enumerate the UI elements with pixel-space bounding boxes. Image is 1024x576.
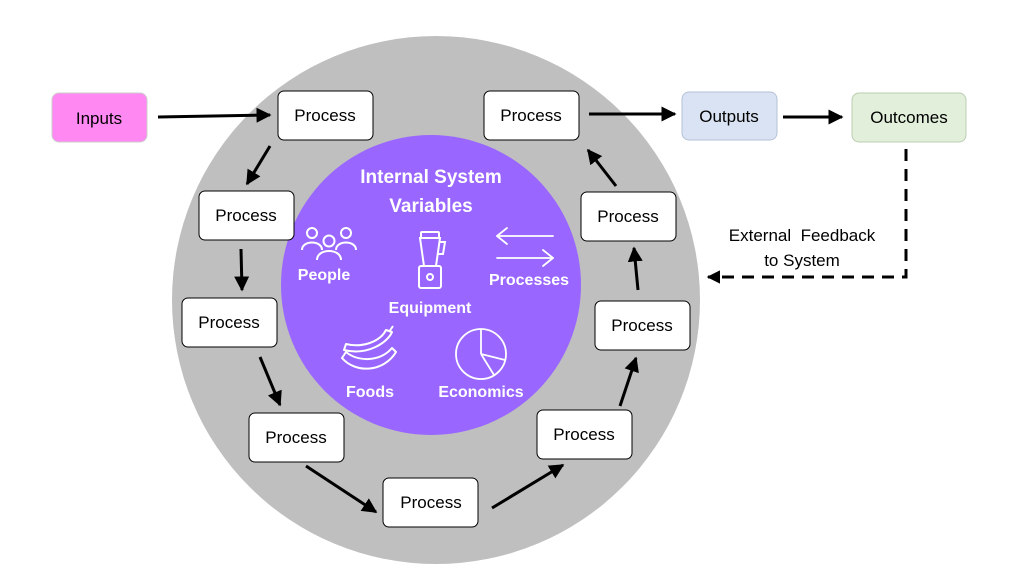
exchange-arrows-icon (496, 227, 554, 267)
process-label-6: Process (553, 425, 614, 444)
process-label-7: Process (611, 316, 672, 335)
arrow-process-3-to-4 (258, 356, 282, 407)
feedback-label-line1: External Feedback (729, 226, 876, 245)
outputs-label: Outputs (699, 107, 759, 126)
arrow-process-4-to-5 (305, 464, 378, 514)
process-node-9: Process (483, 90, 580, 141)
process-node-1: Process (277, 90, 374, 141)
inner-title-line1: Internal System (360, 167, 502, 188)
processes-label: Processes (489, 272, 569, 289)
external-feedback-arrow (706, 149, 908, 284)
arrow-process-8-to-9 (586, 148, 618, 187)
arrow-process-1-to-2 (245, 145, 272, 186)
outputs-node (681, 91, 778, 141)
people-label: People (298, 267, 351, 284)
banana-icon (341, 325, 397, 370)
pie-chart-icon (455, 328, 507, 380)
outcomes-label: Outcomes (870, 108, 947, 127)
process-node-3: Process (181, 297, 278, 348)
feedback-label-line2: to System (764, 251, 840, 270)
process-label-8: Process (597, 207, 658, 226)
inputs-label: Inputs (76, 109, 122, 128)
arrow-process-6-to-7 (618, 356, 639, 407)
people-icon (301, 227, 357, 261)
process-label-1: Process (294, 106, 355, 125)
process-node-6: Process (536, 409, 633, 460)
process-label-5: Process (400, 493, 461, 512)
process-node-5: Process (382, 477, 479, 528)
inner-title-line2: Variables (389, 196, 472, 217)
arrow-inputs-to-process-1 (157, 107, 272, 123)
equipment-label: Equipment (389, 300, 472, 317)
arrow-process-2-to-3 (234, 248, 250, 292)
process-node-2: Process (198, 190, 295, 241)
process-node-8: Process (580, 191, 677, 242)
process-node-4: Process (248, 412, 345, 463)
blender-icon (418, 231, 447, 289)
outcomes-node (851, 92, 967, 143)
inputs-node (51, 92, 148, 143)
process-label-3: Process (198, 313, 259, 332)
foods-label: Foods (346, 384, 394, 401)
economics-label: Economics (438, 384, 523, 401)
process-label-4: Process (265, 428, 326, 447)
process-label-9: Process (500, 106, 561, 125)
arrow-process-5-to-6 (491, 463, 565, 510)
process-label-2: Process (215, 206, 276, 225)
process-node-7: Process (594, 300, 691, 351)
arrow-process-7-to-8 (627, 246, 643, 291)
